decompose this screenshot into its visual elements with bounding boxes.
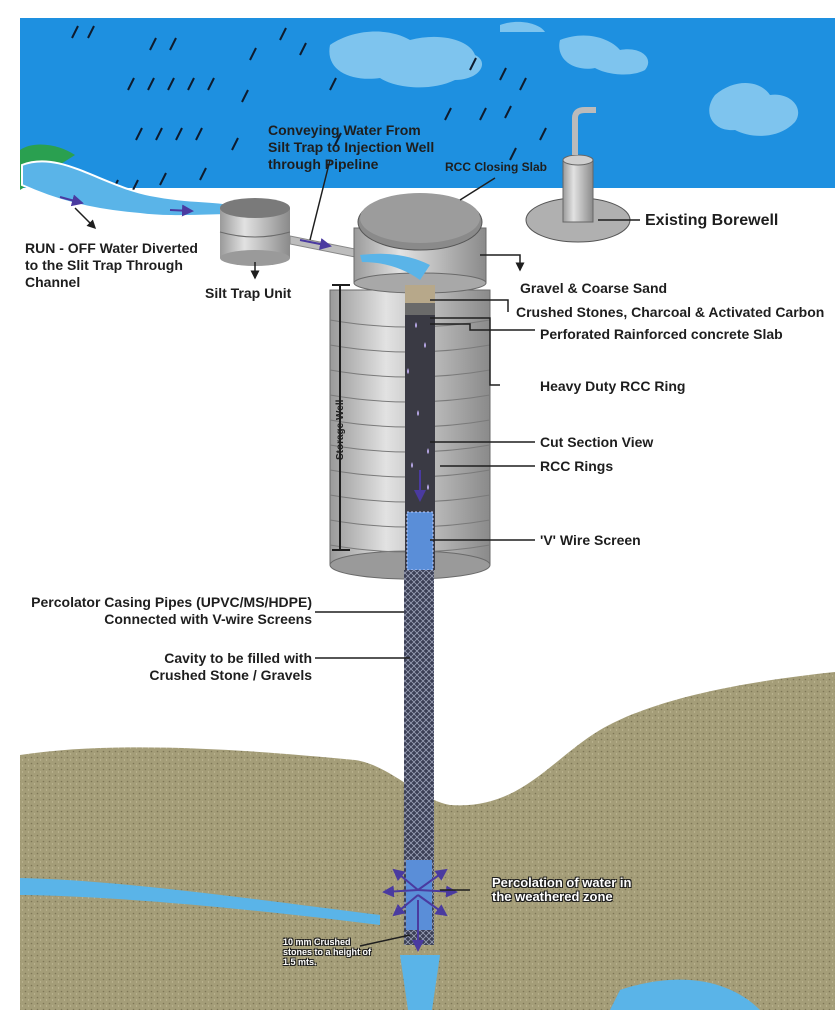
label-gravel: Gravel & Coarse Sand [520, 280, 668, 296]
silt-trap-unit [219, 198, 291, 266]
label-cavity: Cavity to be filled with Crushed Stone /… [149, 650, 312, 683]
label-casing: Percolator Casing Pipes (UPVC/MS/HDPE) C… [31, 594, 312, 627]
label-v-wire: 'V' Wire Screen [540, 532, 641, 548]
label-cut-section: Cut Section View [540, 434, 654, 450]
label-storage-well: Storage Well [335, 399, 346, 460]
label-existing-borewell: Existing Borewell [645, 212, 779, 229]
clouds [329, 21, 799, 136]
label-silt-trap: Silt Trap Unit [205, 285, 292, 301]
label-runoff: RUN - OFF Water Diverted to the Slit Tra… [25, 240, 198, 290]
label-rcc-closing-slab: RCC Closing Slab [445, 160, 548, 174]
label-perforated-slab: Perforated Rainforced concrete Slab [540, 326, 783, 342]
label-conveying: Conveying Water From Silt Trap to Inject… [268, 122, 435, 172]
storage-well-dimension [332, 284, 350, 551]
storage-well [329, 193, 491, 580]
label-crushed-10mm: 10 mm Crushed stones to a height of 1.5 … [283, 937, 372, 967]
label-percolation: Percolation of water in the weathered zo… [492, 875, 632, 905]
label-crushed-stones: Crushed Stones, Charcoal & Activated Car… [516, 304, 825, 320]
label-rcc-rings: RCC Rings [540, 458, 614, 474]
label-heavy-ring: Heavy Duty RCC Ring [540, 378, 686, 394]
existing-borewell [525, 107, 631, 243]
